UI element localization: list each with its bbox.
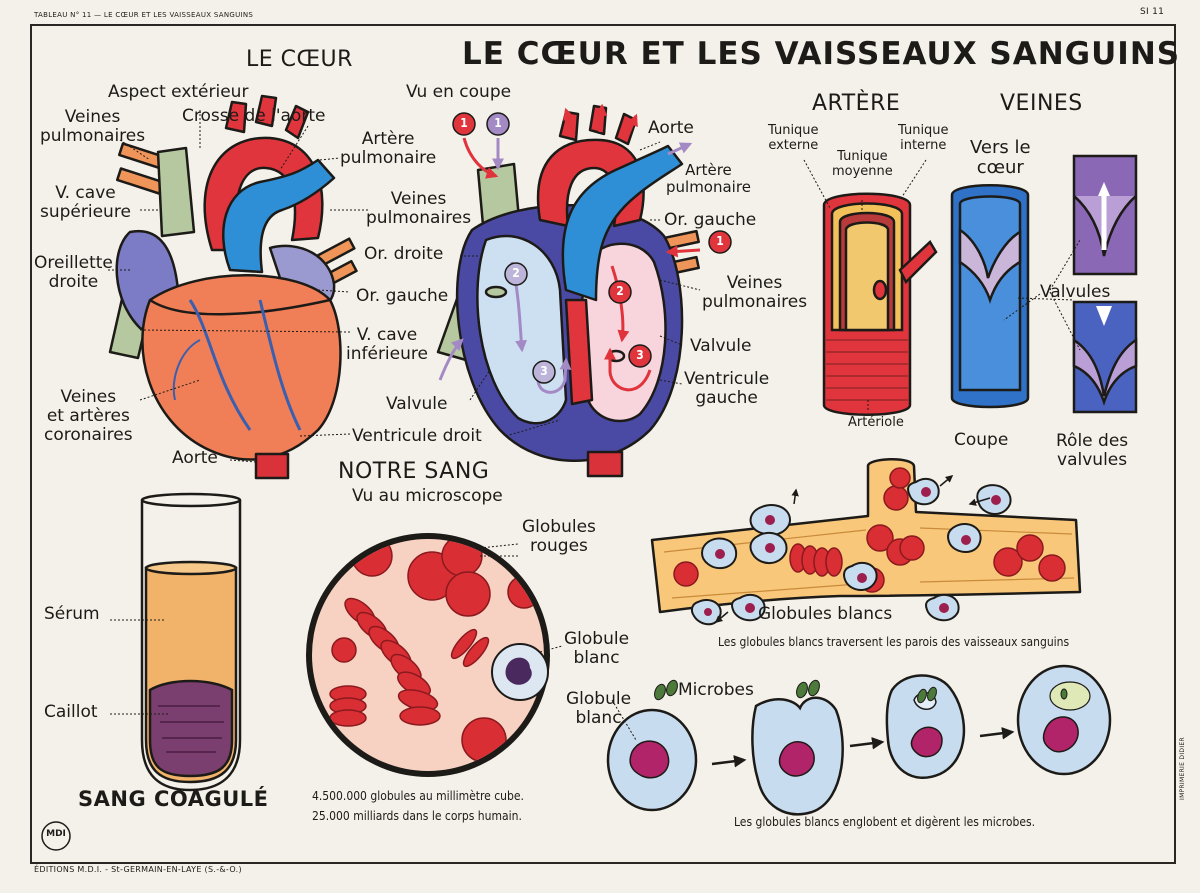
flow-marker-2a: 2 bbox=[512, 266, 520, 280]
publisher-footer: ÉDITIONS M.D.I. - St-GERMAIN-EN-LAYE (S.… bbox=[34, 865, 242, 874]
caption-diapedesis: Les globules blancs traversent les paroi… bbox=[718, 635, 1070, 649]
vessel-diapedesis-illustration bbox=[650, 458, 1082, 626]
artere-title: ARTÈRE bbox=[812, 91, 901, 116]
label-aorte-ext: Aorte bbox=[172, 448, 218, 468]
label-aspect-exterieur: Aspect extérieur bbox=[108, 82, 249, 102]
vein-cut-illustration bbox=[950, 184, 1030, 409]
label-tunique-interne: Tunique interne bbox=[898, 123, 949, 153]
coag-title: SANG COAGULÉ bbox=[78, 787, 269, 811]
label-crosse-aorte: Crosse de l'aorte bbox=[182, 106, 326, 126]
printer-credit: IMPRIMERIE DIDIER bbox=[1179, 737, 1186, 800]
label-vers-le-coeur: Vers le cœur bbox=[970, 137, 1031, 179]
phagocytosis-sequence bbox=[606, 664, 1112, 816]
label-globules-rouges: Globules rouges bbox=[522, 517, 596, 557]
label-coupe: Coupe bbox=[954, 430, 1009, 450]
label-microbes: Microbes bbox=[678, 680, 754, 700]
label-or-droite: Or. droite bbox=[364, 244, 444, 264]
label-or-gauche-section: Or. gauche bbox=[664, 210, 757, 230]
label-v-cave-inferieure: V. cave inférieure bbox=[346, 325, 428, 365]
flow-marker-2b: 2 bbox=[616, 284, 624, 298]
label-valvule-left: Valvule bbox=[386, 394, 448, 414]
poster-frame bbox=[30, 24, 1176, 864]
caption-phagocytosis: Les globules blancs englobent et digèren… bbox=[734, 815, 1036, 829]
sheet-code: SI 11 bbox=[1140, 7, 1165, 17]
label-tunique-externe: Tunique externe bbox=[768, 123, 819, 153]
label-role-des-valvules: Rôle des valvules bbox=[1056, 431, 1129, 471]
veines-title: VEINES bbox=[1000, 91, 1083, 116]
label-globule-blanc-circle: Globule blanc bbox=[564, 629, 630, 669]
flow-marker-3b: 3 bbox=[636, 348, 644, 362]
label-leader-lines bbox=[108, 110, 1081, 741]
label-tunique-moyenne: Tunique moyenne bbox=[832, 149, 893, 179]
label-aorte-section: Aorte bbox=[648, 118, 694, 138]
label-globule-blanc-seq: Globule blanc bbox=[566, 689, 632, 729]
label-valvule-right: Valvule bbox=[690, 336, 752, 356]
label-or-gauche-ext: Or. gauche bbox=[356, 286, 449, 306]
artery-illustration bbox=[822, 192, 938, 416]
label-artere-pulmonaire-ext: Artère pulmonaire bbox=[340, 129, 437, 169]
flow-marker-1a: 1 bbox=[460, 116, 468, 130]
label-veines-coronaires: Veines et artères coronaires bbox=[44, 387, 133, 446]
flow-marker-3a: 3 bbox=[540, 364, 548, 378]
label-veines-pulmonaires-ext: Veines pulmonaires bbox=[40, 107, 146, 147]
label-serum: Sérum bbox=[44, 604, 100, 624]
blood-subtitle: Vu au microscope bbox=[352, 486, 503, 506]
microscope-view bbox=[306, 533, 550, 777]
label-ventricule-gauche: Ventricule gauche bbox=[684, 369, 770, 409]
blood-stat-1: 4.500.000 globules au millimètre cube. bbox=[312, 789, 524, 803]
blood-title: NOTRE SANG bbox=[338, 459, 490, 484]
label-oreillette-droite: Oreillette droite bbox=[34, 253, 113, 293]
label-veines-pulmonaires-mid: Veines pulmonaires bbox=[366, 189, 472, 229]
page-title: LE CŒUR ET LES VAISSEAUX SANGUINS bbox=[462, 36, 1181, 72]
tableau-header: TABLEAU N° 11 — LE CŒUR ET LES VAISSEAUX… bbox=[34, 11, 254, 19]
label-valvules: Valvules bbox=[1040, 282, 1111, 302]
label-ventricule-droit: Ventricule droit bbox=[352, 426, 482, 446]
mdi-logo-text: MDI bbox=[46, 829, 66, 839]
heart-section-title: LE CŒUR bbox=[246, 47, 353, 72]
label-caillot: Caillot bbox=[44, 702, 98, 722]
mdi-logo bbox=[41, 821, 71, 851]
flow-marker-1b: 1 bbox=[494, 116, 502, 130]
valve-role-illustration bbox=[1072, 154, 1138, 414]
test-tube-illustration bbox=[140, 492, 242, 792]
label-veines-pulmonaires-section: Veines pulmonaires bbox=[702, 273, 808, 313]
flow-marker-1c: 1 bbox=[716, 234, 724, 248]
label-arteriole: Artériole bbox=[848, 415, 904, 430]
exterior-heart-illustration bbox=[108, 94, 358, 480]
label-v-cave-superieure: V. cave supérieure bbox=[40, 183, 131, 223]
label-artere-pulmonaire-section: Artère pulmonaire bbox=[666, 161, 751, 196]
label-globules-blancs: Globules blancs bbox=[758, 604, 893, 624]
blood-stat-2: 25.000 milliards dans le corps humain. bbox=[312, 809, 522, 823]
label-vu-en-coupe: Vu en coupe bbox=[406, 82, 512, 102]
flow-markers bbox=[452, 112, 732, 384]
